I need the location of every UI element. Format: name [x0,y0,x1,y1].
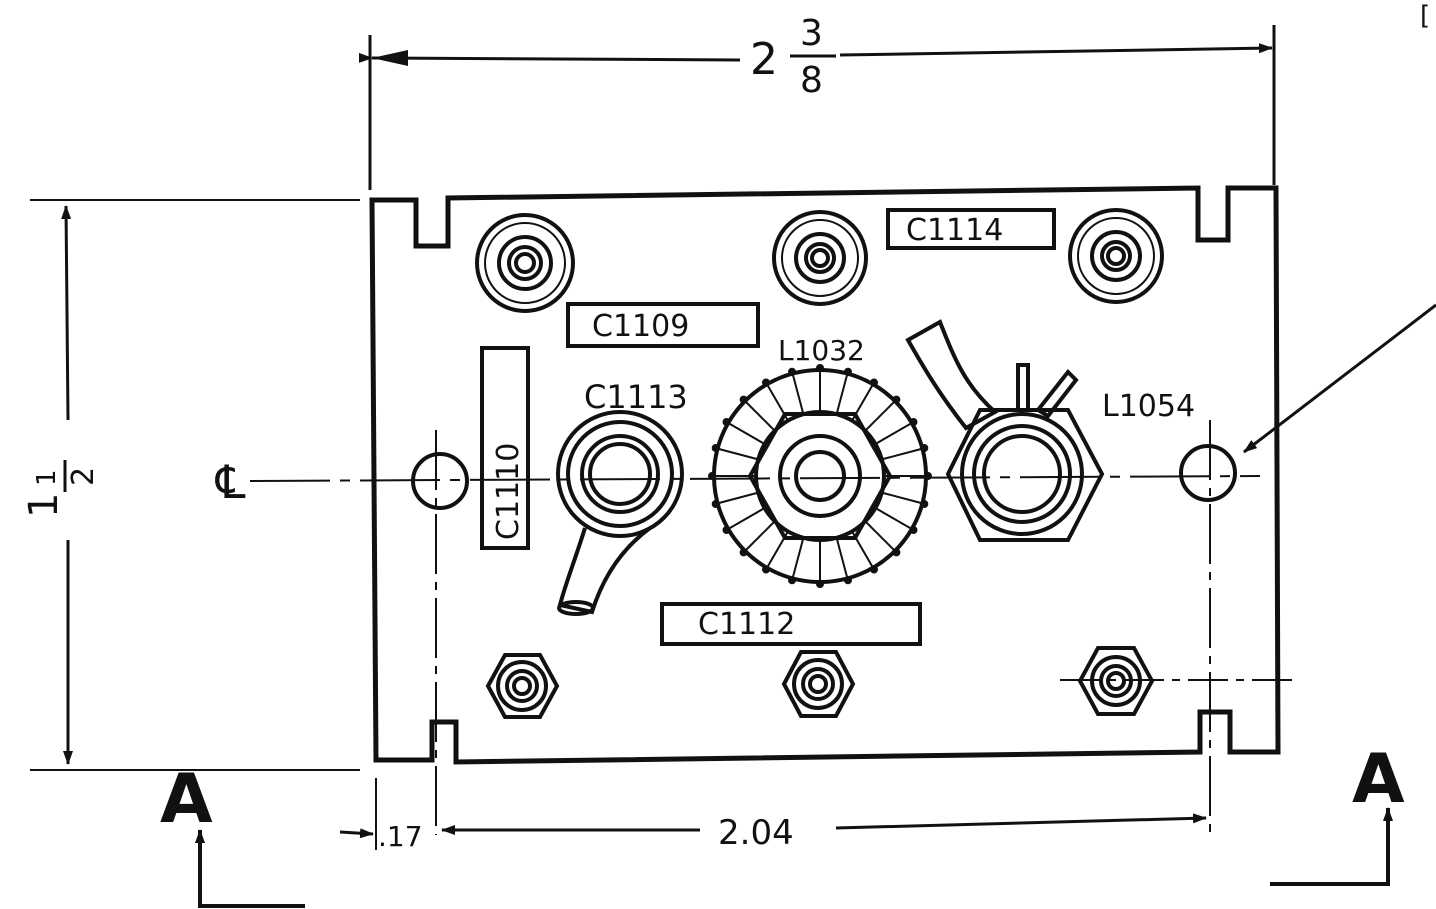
height-whole: 1 [21,493,67,518]
toroid-winding-dot [739,548,748,557]
toroid-winding-dot [711,444,720,452]
toroid-winding-line [766,383,789,422]
toroid-winding-line [881,491,923,505]
l1054-coil [905,319,1105,542]
svg-text:C1110: C1110 [491,443,526,540]
label-c1109: C1109 [566,302,760,348]
width-numerator: 3 [800,13,823,54]
toroid-winding-line [874,422,913,445]
toroid-winding-dot [722,418,731,426]
toroid-winding-line [766,530,789,569]
toroid-winding-dot [844,367,852,376]
toroid-winding-line [835,537,849,579]
toroid-winding-dot [816,580,824,588]
toroid-winding-dot [722,526,731,534]
toroid-winding-line [851,530,874,569]
c1113-trimmer [556,410,684,616]
mounting-hole-left [411,452,469,510]
toroid-winding-line [717,447,759,461]
svg-text:C1114: C1114 [906,213,1003,248]
toroid-winding-dot [924,472,932,480]
hole-offset-dimension: .17 [378,820,423,853]
section-mark-right: A [1270,740,1405,886]
toroid-winding-dot [708,472,716,480]
leader-arrow [1243,303,1436,454]
hex-nut-bottom-left [485,653,560,719]
toroid-winding-line [727,507,766,530]
bottom-dimensions: .17 2.04 [339,778,1207,853]
toroid-winding-dot [920,500,929,508]
toroid-winding-dot [909,418,918,426]
label-c1113: C1113 [584,378,688,416]
toroid-winding-dot [870,565,878,574]
svg-text:L1032: L1032 [778,334,865,367]
centerline-symbol: ℄ [215,455,246,509]
toroid-winding-dot [844,576,852,585]
width-whole: 2 [750,34,778,85]
hex-nut-bottom-center [781,650,856,718]
hex-nut-bottom-right [1077,646,1155,716]
toroid-winding-dot [762,378,770,387]
width-denominator: 8 [800,60,823,101]
label-c1110: C1110 [480,346,530,550]
toroid-winding-dot [711,500,720,508]
toroid-winding-line [864,400,896,432]
corner-mark: [ [1420,1,1430,31]
toroid-winding-dot [892,395,901,404]
toroid-winding-line [717,491,759,505]
toroid-winding-line [727,422,766,445]
height-denominator: 2 [66,467,101,486]
label-c1112: C1112 [660,602,922,646]
toroid-winding-dot [892,548,901,557]
label-l1054: L1054 [1102,389,1195,424]
plate-outline [369,185,1281,765]
toroid-winding-dot [909,526,918,534]
toroid-winding-dot [816,364,824,372]
label-c1114: C1114 [886,208,1056,250]
toroid-winding-dot [788,367,796,376]
toroid-winding-line [744,400,776,432]
terminal-post-top-right [1068,208,1164,304]
svg-text:L1054: L1054 [1102,389,1195,424]
height-dimension: 1 1 2 [21,199,360,771]
svg-text:C1113: C1113 [584,378,688,416]
toroid-winding-line [881,447,923,461]
svg-text:A: A [1352,740,1405,819]
toroid-winding-dot [739,395,748,404]
label-l1032: L1032 [778,334,865,367]
toroid-winding-line [791,537,805,579]
toroid-winding-line [851,383,874,422]
svg-text:A: A [160,760,213,839]
svg-text:C1109: C1109 [592,309,689,344]
height-numerator: 1 [32,469,62,486]
toroid-winding-dot [762,565,770,574]
toroid-winding-line [791,373,805,415]
toroid-windings [708,364,932,588]
svg-text:C1112: C1112 [698,607,795,642]
l1032-toroid [708,364,932,588]
width-dimension: 2 3 8 [358,13,1276,190]
terminal-post-top-center [772,210,868,306]
toroid-winding-dot [920,444,929,452]
toroid-winding-line [744,520,776,552]
terminal-post-top-left [475,213,575,313]
toroid-winding-line [835,373,849,415]
toroid-winding-dot [870,378,878,387]
hole-spacing-dimension: 2.04 [718,813,794,853]
section-mark-left: A [160,760,305,908]
mounting-hole-right [1179,444,1237,502]
toroid-winding-dot [788,576,796,585]
toroid-winding-line [874,507,913,530]
toroid-winding-line [864,520,896,552]
